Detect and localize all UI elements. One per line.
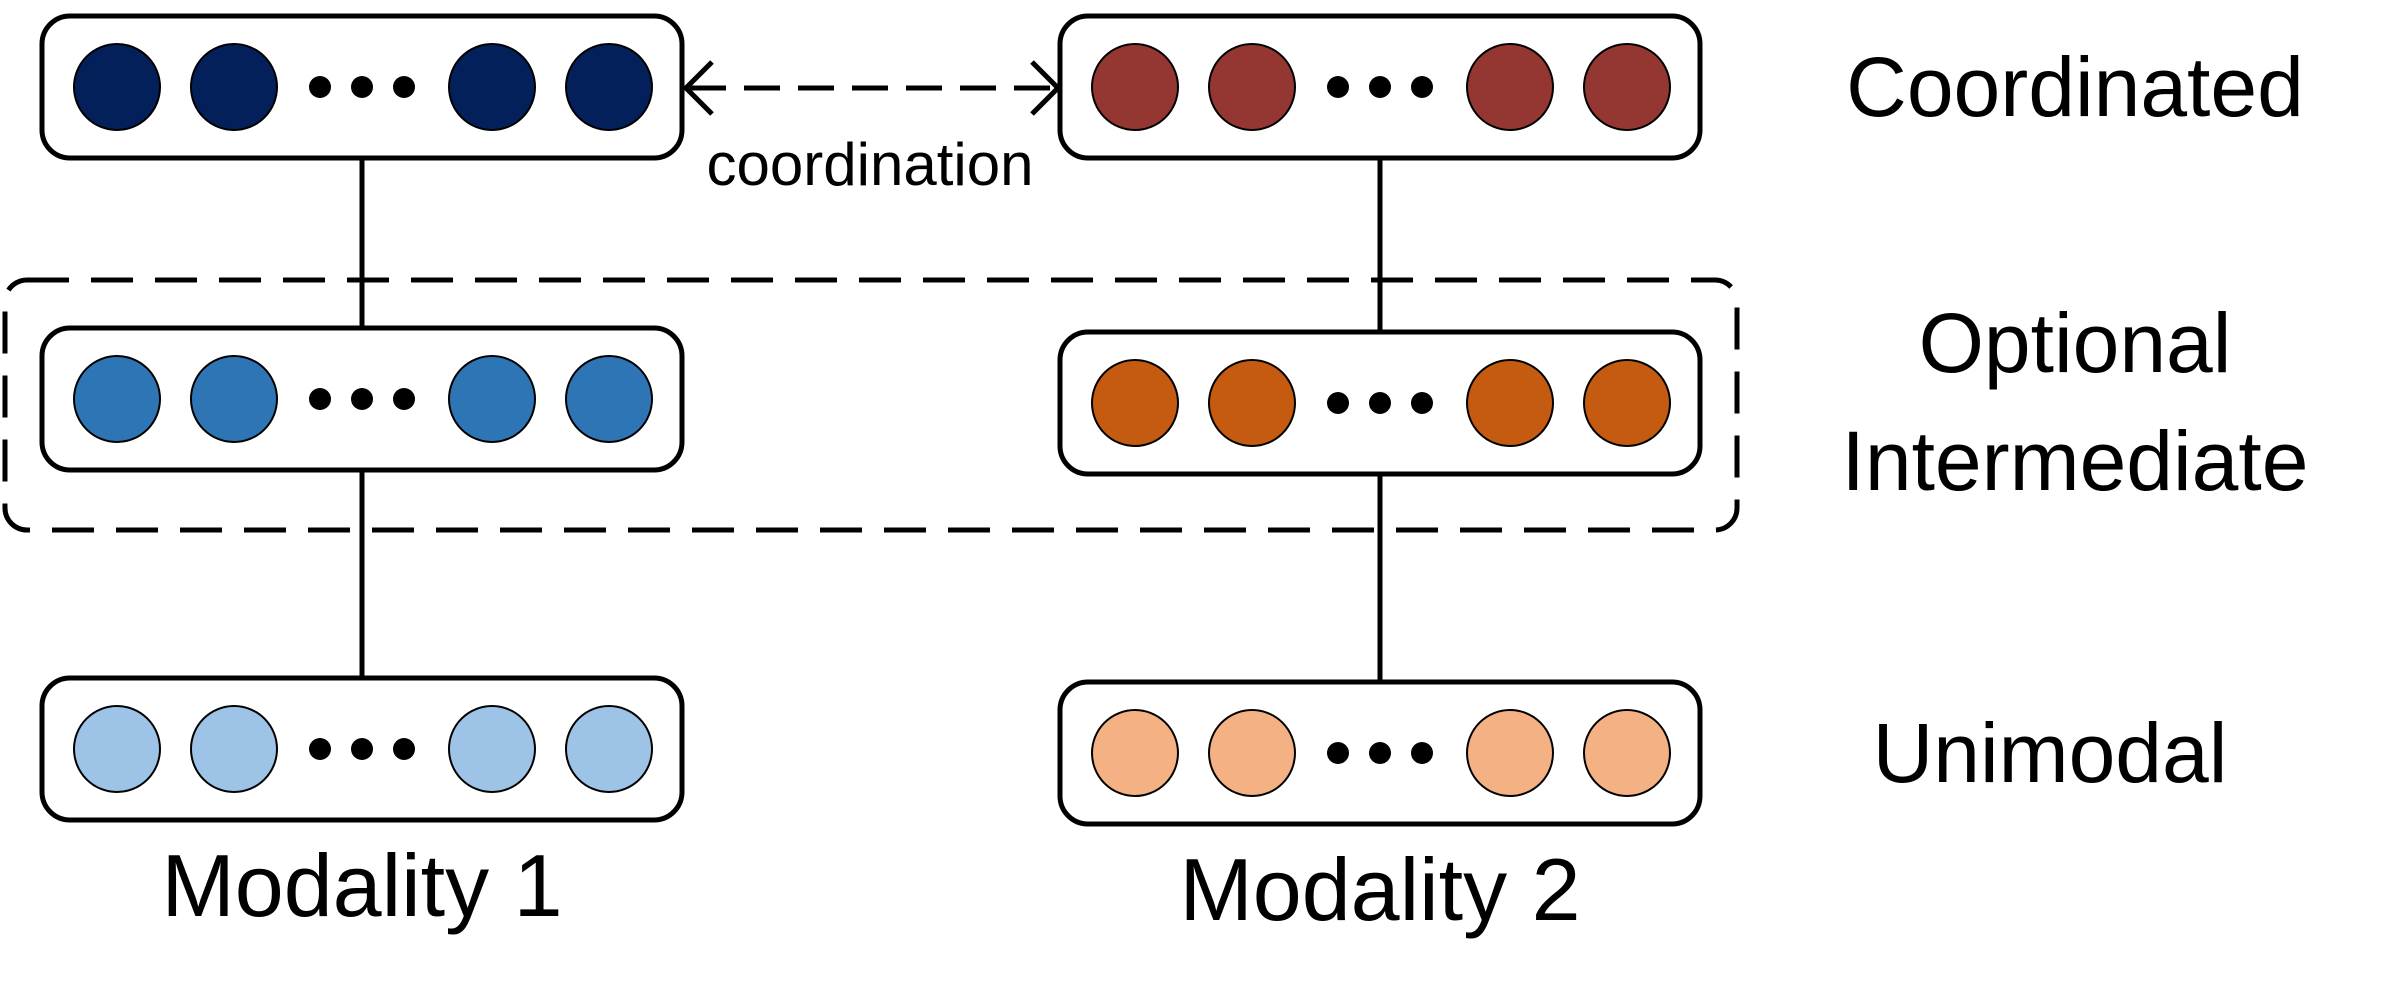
ellipsis-dot [1411,392,1433,414]
layer-boxes [39,13,1703,827]
layer-box-m2-intermediate [1057,329,1703,477]
layer-box-m2-unimodal [1057,679,1703,827]
neuron-node [1466,359,1554,447]
layer-box-m1-unimodal [39,675,685,823]
row-label-unimodal: Unimodal [1873,706,2228,800]
neuron-node [73,43,161,131]
neuron-node [1466,709,1554,797]
neuron-node [565,43,653,131]
row-label-optional: Optional [1919,296,2232,390]
ellipsis-dot [1411,76,1433,98]
neuron-node [565,705,653,793]
ellipsis-dot [1327,76,1349,98]
layer-box-m1-intermediate [39,325,685,473]
ellipsis-dot [351,76,373,98]
optional-intermediate-region [2,277,1740,533]
ellipsis-dot [393,738,415,760]
layer-box-m2-coordinated [1057,13,1703,161]
ellipsis-dot [351,738,373,760]
neuron-node [190,43,278,131]
neuron-node [1466,43,1554,131]
neuron-node [1208,709,1296,797]
neuron-node [448,43,536,131]
ellipsis-dot [309,738,331,760]
neuron-node [190,705,278,793]
row-label-intermediate: Intermediate [1842,414,2309,508]
neuron-node [73,355,161,443]
neuron-node [1091,709,1179,797]
neuron-node [1583,709,1671,797]
coordination-arrowhead-left [682,60,714,116]
ellipsis-dot [393,76,415,98]
modality-1-label: Modality 1 [161,836,562,935]
neuron-node [448,355,536,443]
ellipsis-dot [351,388,373,410]
ellipsis-dot [1369,392,1391,414]
ellipsis-dot [1327,392,1349,414]
neuron-node [448,705,536,793]
ellipsis-dot [1369,76,1391,98]
neuron-node [1583,43,1671,131]
coordination-arrow [682,60,1062,116]
ellipsis-dot [393,388,415,410]
coordination-label: coordination [707,131,1034,198]
neuron-node [1091,43,1179,131]
ellipsis-dot [309,388,331,410]
modality-2-label: Modality 2 [1179,840,1580,939]
ellipsis-dot [1327,742,1349,764]
ellipsis-dot [1369,742,1391,764]
layer-box-m1-coordinated [39,13,685,161]
neuron-node [1091,359,1179,447]
vertical-connectors [359,158,1383,686]
neuron-node [1583,359,1671,447]
ellipsis-dot [309,76,331,98]
neuron-node [1208,359,1296,447]
neuron-node [565,355,653,443]
ellipsis-dot [1411,742,1433,764]
neuron-node [190,355,278,443]
row-label-coordinated: Coordinated [1846,40,2304,134]
neuron-node [73,705,161,793]
neuron-node [1208,43,1296,131]
